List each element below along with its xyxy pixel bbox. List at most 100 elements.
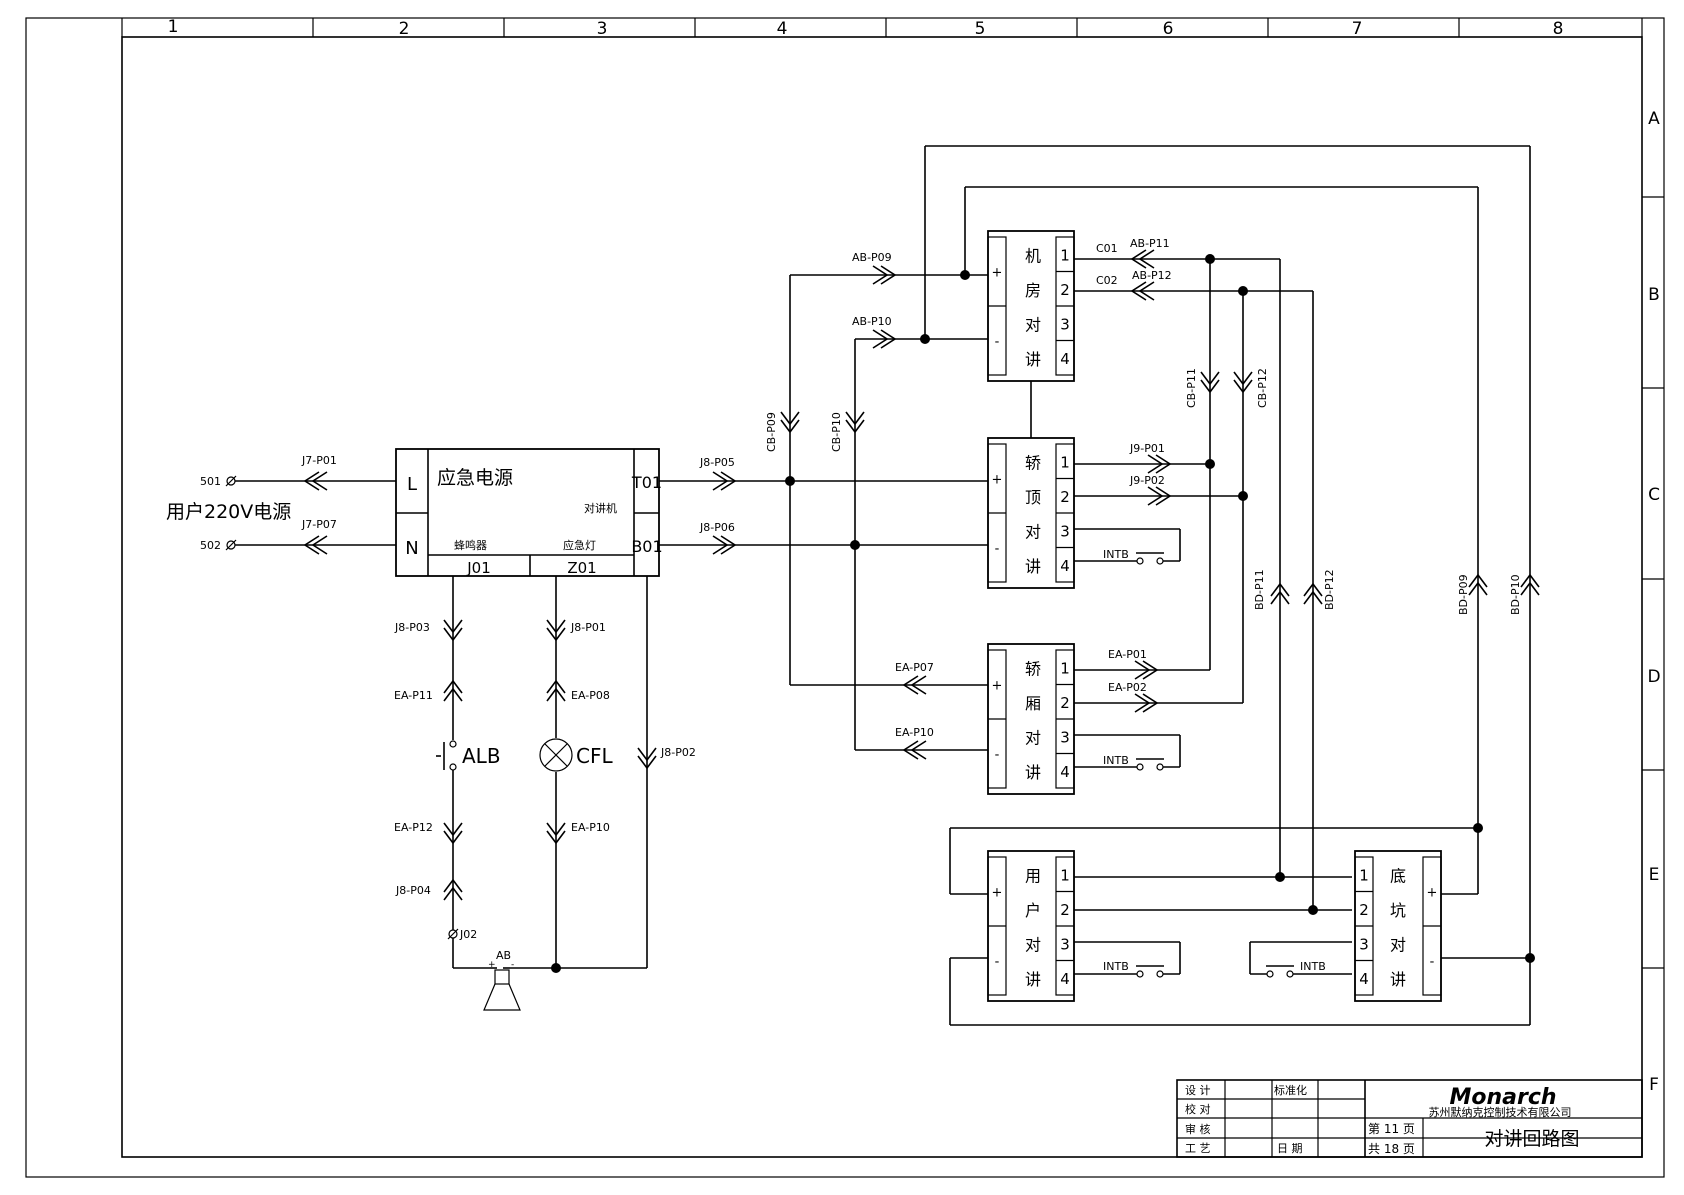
unit-label-char: 轿 [1025, 453, 1041, 472]
intb-car-top: INTB [1074, 528, 1181, 565]
connector-eap08: EA-P08 [571, 689, 610, 702]
column-label: 3 [597, 19, 608, 39]
column-label: 2 [399, 19, 410, 39]
connector-j8p03: J8-P03 [394, 621, 430, 634]
unit-pin-number: 1 [1060, 659, 1070, 677]
unit-pin-number: 4 [1060, 350, 1070, 368]
cfl-label: CFL [576, 744, 613, 768]
column-label: 7 [1352, 19, 1363, 39]
title-block: 设 计 校 对 审 核 工 艺 标准化 日 期 Monarch 苏州默纳克控制技… [1176, 1079, 1643, 1158]
unit-pin-number: 3 [1060, 728, 1070, 746]
polarity-plus: + [992, 679, 1003, 694]
emergency-lamp: CFL [539, 738, 613, 772]
intercom-label: 对讲机 [584, 501, 617, 515]
logo-text: Monarch [1449, 1085, 1556, 1110]
tb-process: 工 艺 [1185, 1142, 1211, 1155]
light-label: 应急灯 [563, 538, 596, 552]
terminal-502: 502 [200, 539, 221, 552]
company-name: 苏州默纳克控制技术有限公司 [1429, 1105, 1572, 1119]
unit-pin-number: 3 [1060, 315, 1070, 333]
unit-pin-number: 2 [1060, 488, 1070, 506]
connector-eap07: EA-P07 [895, 661, 934, 674]
connector-bdp10: BD-P10 [1509, 574, 1522, 615]
unit-pin-number: 1 [1060, 246, 1070, 264]
connector-eap11: EA-P11 [394, 689, 433, 702]
connector-cbp11: CB-P11 [1185, 368, 1198, 408]
intb-label: INTB [1103, 960, 1129, 973]
intb-user: INTB [1074, 941, 1181, 978]
connector-eap10: EA-P10 [571, 821, 610, 834]
unit-label-char: 用 [1025, 866, 1041, 885]
unit-pin-number: 4 [1359, 970, 1369, 988]
connector-j7p01: J7-P01 [301, 454, 337, 467]
drawing-title: 对讲回路图 [1484, 1128, 1579, 1150]
unit-label-char: 讲 [1025, 970, 1041, 989]
unit-pin-number: 3 [1060, 522, 1070, 540]
unit-pin-number: 1 [1060, 453, 1070, 471]
unit-label-char: 坑 [1390, 901, 1406, 920]
tb-standard: 标准化 [1274, 1083, 1307, 1097]
connector-eap12: EA-P12 [394, 821, 433, 834]
label-c01: C01 [1096, 242, 1118, 255]
unit-pin-number: 1 [1060, 866, 1070, 884]
column-label: 5 [975, 19, 986, 39]
unit-pin-number: 4 [1060, 557, 1070, 575]
connector-abp09: AB-P09 [852, 251, 892, 264]
column-label: 8 [1553, 19, 1564, 39]
connector-abp11: AB-P11 [1130, 237, 1170, 250]
connector-j8p01: J8-P01 [570, 621, 606, 634]
connector-j7p07: J7-P07 [301, 518, 337, 531]
intb-car: INTB [1074, 734, 1181, 771]
terminal-j02: J02 [459, 928, 477, 941]
unit-pin-number: 2 [1060, 281, 1070, 299]
intb-label: INTB [1300, 960, 1326, 973]
emergency-unit-title: 应急电源 [437, 467, 513, 489]
row-label: F [1649, 1075, 1659, 1095]
page-total: 共 18 页 [1368, 1142, 1415, 1156]
unit-pin-number: 3 [1060, 935, 1070, 953]
alarm-button: ALB [436, 740, 501, 771]
connector-bdp12: BD-P12 [1323, 569, 1336, 610]
terminal-501: 501 [200, 475, 221, 488]
unit-label-char: 讲 [1025, 557, 1041, 576]
horn-speaker: + - AB [483, 949, 521, 1011]
column-label: 6 [1163, 19, 1174, 39]
connector-j8p05: J8-P05 [699, 456, 735, 469]
page-number: 第 11 页 [1368, 1122, 1415, 1136]
polarity-plus: + [1427, 886, 1438, 901]
port-t01: T01 [631, 473, 662, 492]
emergency-power-unit: 应急电源 对讲机 蜂鸣器 应急灯 L N T01 B01 J01 Z01 [395, 448, 663, 577]
column-label: 1 [168, 17, 179, 37]
buzzer-label: 蜂鸣器 [454, 538, 487, 552]
main-bus: J8-P05 J8-P06 CB-P09 CB-P10 AB-P09 AB-P1… [659, 145, 1540, 1026]
alb-label: ALB [462, 744, 501, 768]
row-label: A [1648, 109, 1660, 129]
tb-date: 日 期 [1277, 1142, 1303, 1155]
label-c02: C02 [1096, 274, 1118, 287]
intb-label: INTB [1103, 548, 1129, 561]
unit-pin-number: 2 [1359, 901, 1369, 919]
drawing-frame: 1 2 3 4 5 6 7 8 A B C D E F [25, 17, 1665, 1178]
unit-pin-number: 3 [1359, 935, 1369, 953]
unit-label-char: 讲 [1025, 350, 1041, 369]
row-label: C [1648, 485, 1660, 505]
intb-label: INTB [1103, 754, 1129, 767]
polarity-minus: - [1430, 955, 1435, 970]
connector-abp12: AB-P12 [1132, 269, 1172, 282]
power-source-title: 用户220V电源 [166, 501, 291, 523]
polarity-plus: + [992, 473, 1003, 488]
port-n: N [405, 538, 418, 559]
tb-design: 设 计 [1185, 1084, 1211, 1097]
polarity-minus: - [995, 955, 1000, 970]
row-label: D [1647, 667, 1660, 687]
tb-check: 校 对 [1185, 1102, 1211, 1116]
connector-j8p02: J8-P02 [660, 746, 696, 759]
unit-pin-number: 2 [1060, 694, 1070, 712]
unit-label-char: 厢 [1025, 694, 1041, 713]
svg-text:+: + [488, 960, 496, 970]
